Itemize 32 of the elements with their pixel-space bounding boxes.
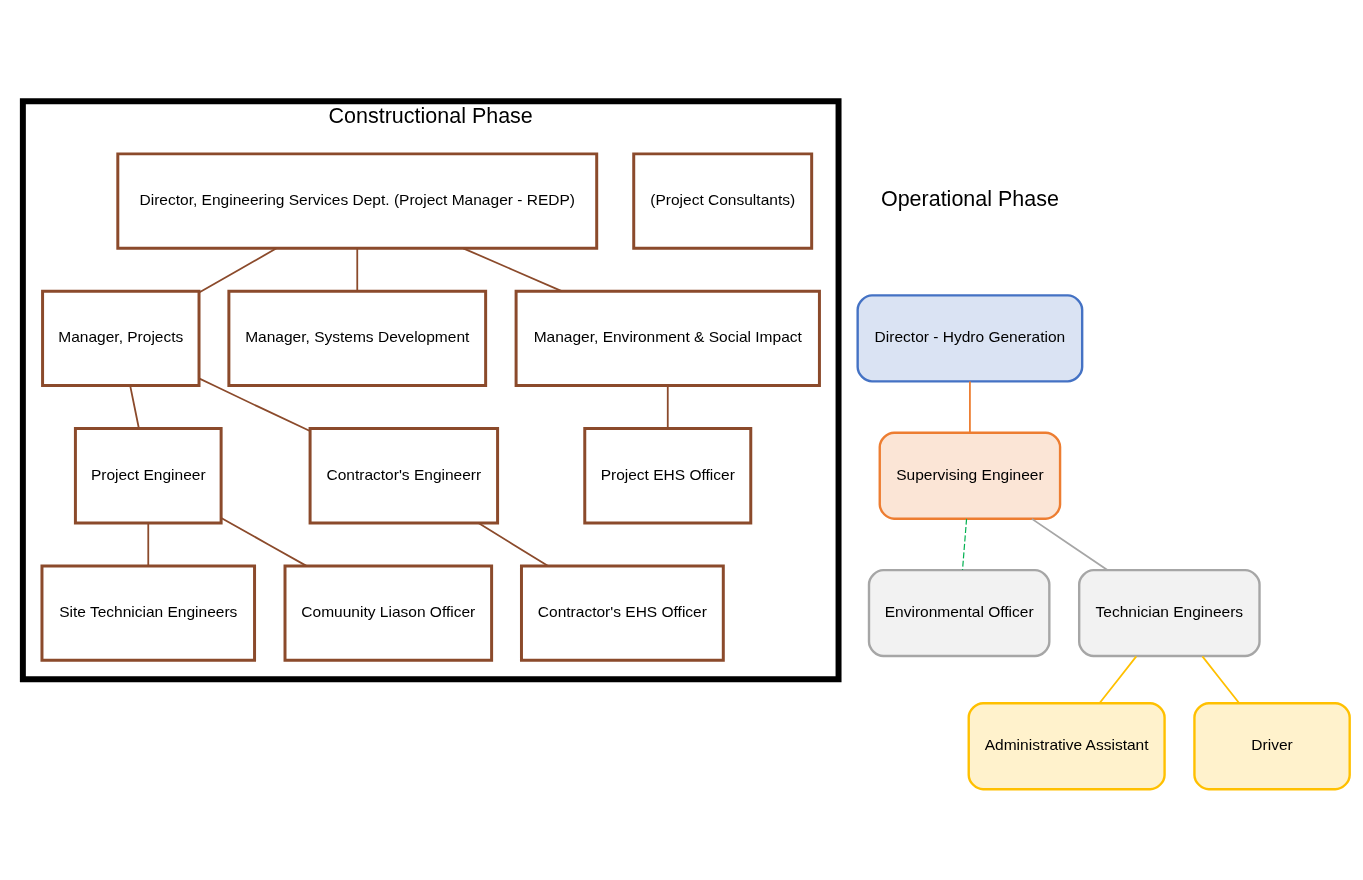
node-box: (Project Consultants) [632, 151, 814, 250]
connector [666, 384, 669, 429]
connector [969, 380, 971, 433]
connector [198, 246, 278, 293]
connector [1031, 517, 1109, 571]
connector [1098, 654, 1138, 704]
connector [147, 521, 150, 566]
node-box: Manager, Systems Development [227, 289, 488, 387]
node-box: Director - Hydro Generation [856, 293, 1084, 383]
connector [1201, 654, 1240, 704]
node-box: Supervising Engineer [878, 431, 1062, 520]
node-box: Contractor's Engineerr [308, 426, 500, 524]
node-box: Manager, Environment & Social Impact [514, 289, 821, 387]
node-box: Director, Engineering Services Dept. (Project Manager - REDP) [116, 151, 599, 250]
label: Operational Phase [880, 186, 1059, 211]
connector [129, 384, 140, 429]
node-box: Manager, Projects [41, 289, 201, 387]
node-box: Comuunity Liason Officer [283, 563, 494, 662]
node-box: Administrative Assistant [967, 701, 1166, 790]
node-box: Contractor's EHS Officer [519, 563, 725, 662]
node-box: Project EHS Officer [583, 426, 753, 524]
node-box: Technician Engineers [1078, 568, 1261, 657]
connector [462, 246, 563, 292]
connector [356, 246, 359, 292]
connector [198, 377, 311, 432]
connector [477, 521, 549, 567]
node-box: Driver [1193, 701, 1351, 790]
node-box: Site Technician Engineers [40, 563, 257, 662]
node-box: Project Engineer [73, 426, 223, 524]
node-box: Environmental Officer [867, 568, 1051, 657]
connector [961, 517, 968, 571]
connector [220, 516, 308, 567]
